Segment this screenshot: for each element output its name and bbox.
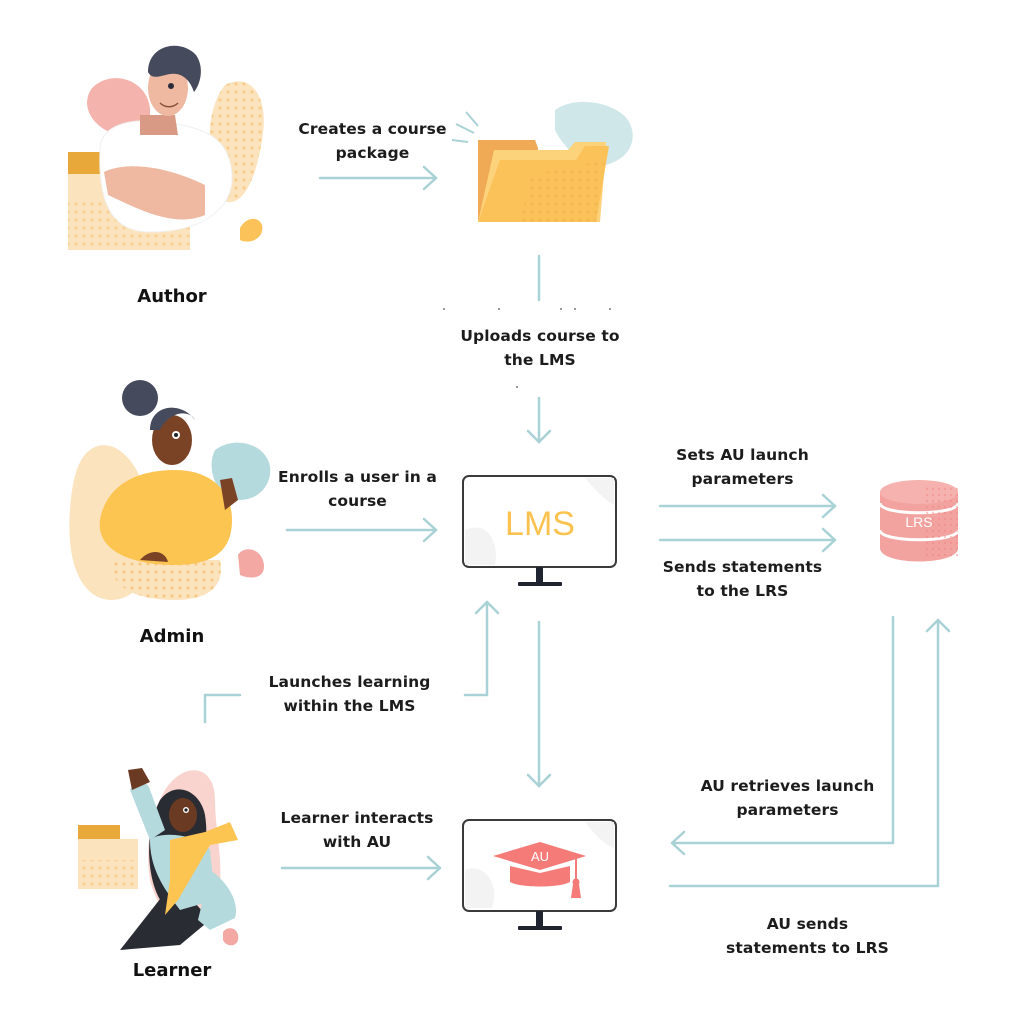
stray-dots	[443, 308, 611, 388]
box-lid	[68, 152, 108, 174]
label-line: Sets AU launch	[676, 446, 809, 464]
flow-label-au-retrieves: AU retrieves launch parameters	[695, 774, 880, 822]
label-line: parameters	[691, 470, 794, 488]
arrow-learner-interacts	[280, 855, 442, 881]
arrow-lms-to-au	[526, 620, 552, 788]
label-line: to the LRS	[696, 582, 789, 600]
flow-label-au-sends: AU sends statements to LRS	[715, 912, 900, 960]
au-monitor	[462, 819, 617, 930]
label-line: Creates a course	[298, 120, 447, 138]
tassel	[571, 884, 581, 898]
arms	[104, 166, 205, 220]
author-hair	[148, 45, 201, 92]
au-label: AU	[531, 849, 549, 864]
monitor-base	[518, 926, 562, 930]
arrow-au-retrieves	[670, 615, 895, 856]
label-line: Sends statements	[662, 558, 823, 576]
yellow-drop	[240, 218, 263, 242]
raised-arm	[130, 782, 165, 840]
flow-label-launches-learning: Launches learning within the LMS	[262, 670, 437, 718]
flow-label-sends-statements: Sends statements to the LRS	[655, 555, 830, 603]
label-line: the LMS	[504, 351, 576, 369]
label-line: AU retrieves launch	[700, 777, 875, 795]
flow-label-uploads-course: Uploads course to the LMS	[450, 324, 630, 372]
actor-author: Author	[137, 286, 207, 307]
admin-hair-bun	[122, 380, 158, 416]
label-line: with AU	[322, 833, 392, 851]
label-line: package	[335, 144, 410, 162]
graduation-cap-icon	[493, 842, 586, 870]
waving-hand	[220, 478, 238, 510]
actor-admin: Admin	[139, 626, 205, 647]
label-line: course	[328, 492, 387, 510]
lrs-database	[878, 480, 960, 562]
monitor-base	[518, 582, 562, 586]
learner-face	[169, 798, 197, 832]
lrs-label: LRS	[905, 514, 932, 530]
scarf	[165, 822, 238, 915]
box-lid	[78, 825, 120, 839]
lms-monitor	[462, 475, 617, 586]
label-line: AU sends	[766, 915, 849, 933]
label-line: statements to LRS	[726, 939, 889, 957]
label-line: Uploads course to	[460, 327, 620, 345]
label-line: Launches learning	[268, 673, 431, 691]
sparkle-line	[455, 123, 475, 134]
arrow-sends-statements	[658, 527, 837, 553]
arrow-au-sends	[668, 618, 951, 888]
course-package-folder	[451, 101, 633, 222]
admin-illustration	[69, 380, 271, 600]
admin-sweater	[99, 470, 232, 565]
flow-label-creates-package: Creates a course package	[290, 117, 455, 165]
label-line: within the LMS	[283, 697, 416, 715]
arrow-sets-au-params	[658, 493, 837, 519]
flow-label-enrolls-user: Enrolls a user in a course	[275, 465, 440, 513]
arrow-launches-learning	[203, 600, 500, 724]
author-illustration	[68, 45, 264, 250]
flow-label-sets-au-params: Sets AU launch parameters	[655, 443, 830, 491]
actor-learner: Learner	[132, 960, 212, 981]
waving-hand	[128, 768, 150, 790]
flow-label-learner-interacts: Learner interacts with AU	[272, 806, 442, 854]
lms-label: LMS	[505, 505, 575, 543]
pink-drop	[238, 549, 265, 578]
label-line: Learner interacts	[280, 809, 434, 827]
arrow-enrolls-user	[285, 517, 438, 543]
label-line: Enrolls a user in a	[278, 468, 437, 486]
arrow-creates-package	[318, 165, 438, 191]
admin-face	[152, 415, 192, 465]
arrow-uploads-course	[526, 254, 552, 444]
pink-drop	[223, 928, 239, 946]
monitor-stand	[536, 567, 543, 583]
learner-illustration	[78, 768, 239, 950]
monitor-stand	[536, 911, 543, 927]
label-line: parameters	[736, 801, 839, 819]
